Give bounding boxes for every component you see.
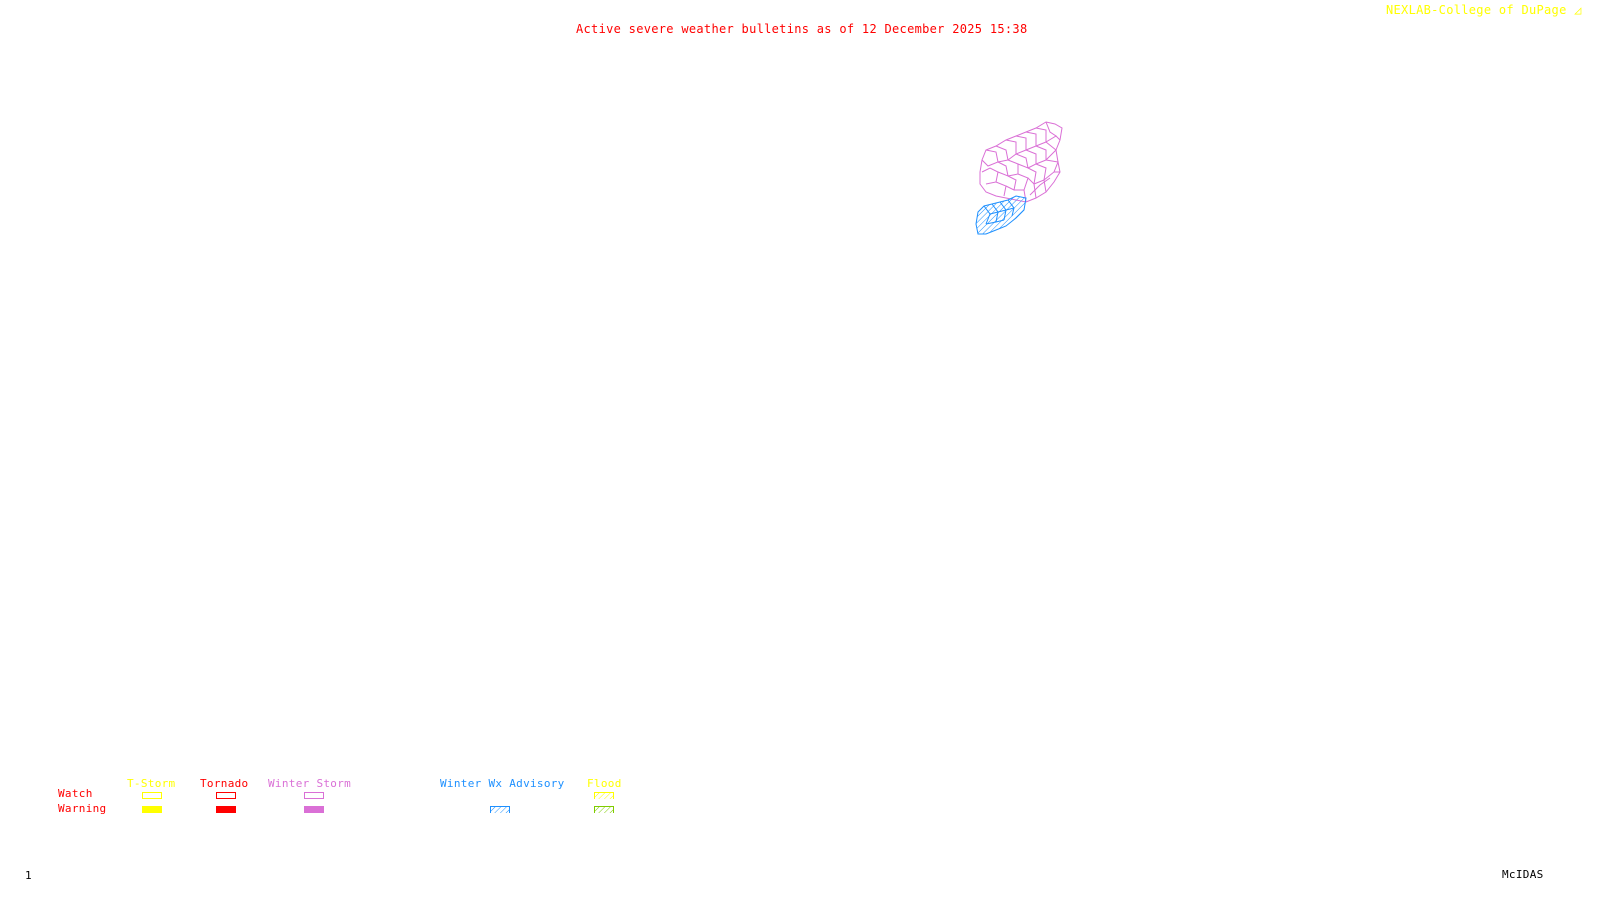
credit-label: NEXLAB-College of DuPage ◿ [1386,3,1582,17]
legend-label-tstorm: T-Storm [127,777,176,790]
legend-label-winter-advisory: Winter Wx Advisory [440,777,565,790]
legend-row-warning: Warning [58,802,107,815]
tstorm-warning-swatch [142,806,162,813]
tornado-warning-swatch [216,806,236,813]
flood-watch-swatch [594,792,614,799]
logo-icon: ◿ [1566,3,1582,17]
winter-advisory-area [975,195,1027,235]
frame-number: 1 [25,869,32,882]
software-label: McIDAS [1502,868,1544,881]
winter-advisory-swatch [490,806,510,813]
tstorm-watch-swatch [142,792,162,799]
legend-label-tornado: Tornado [200,777,249,790]
legend-label-flood: Flood [587,777,622,790]
winter-storm-warning-swatch [304,806,324,813]
credit-text: NEXLAB-College of DuPage [1386,3,1567,17]
page-title: Active severe weather bulletins as of 12… [576,22,1028,36]
winter-storm-watch-swatch [304,792,324,799]
legend-row-watch: Watch [58,787,93,800]
tornado-watch-swatch [216,792,236,799]
legend-label-winter-storm: Winter Storm [268,777,352,790]
flood-warning-swatch [594,806,614,813]
winter-storm-area [979,121,1063,203]
